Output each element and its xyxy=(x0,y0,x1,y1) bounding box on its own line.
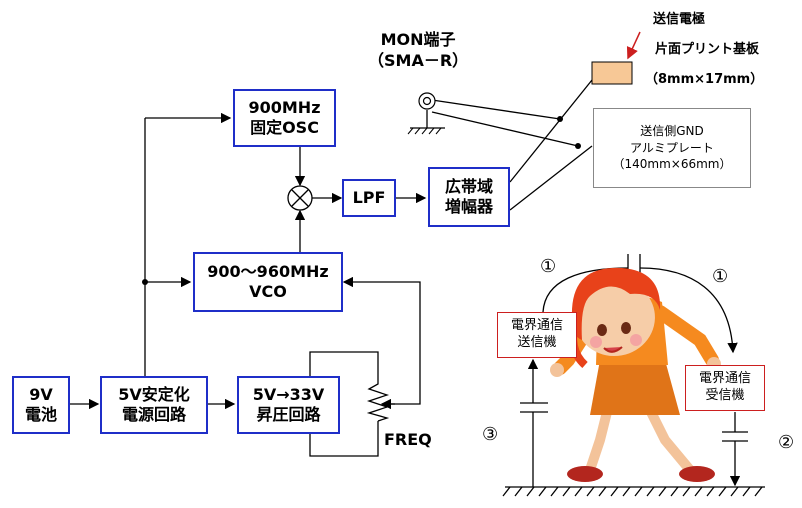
path-2-label: ② xyxy=(778,432,795,453)
amp-block: 広帯域 増幅器 xyxy=(428,167,510,227)
potentiometer-symbol xyxy=(366,380,395,422)
tx-line2: 送信機 xyxy=(517,335,557,350)
path-1-right-label: ① xyxy=(712,266,729,287)
tx-line1: 電界通信 xyxy=(510,318,563,334)
electrode-size: （8mm×17mm） xyxy=(645,72,764,87)
rx-line2: 受信機 xyxy=(705,388,745,403)
gnd-line3: （140mm×66mm） xyxy=(612,157,732,172)
osc-line2: 固定OSC xyxy=(250,118,319,137)
osc-block: 900MHz 固定OSC xyxy=(233,89,336,147)
freq-label: FREQ xyxy=(384,430,432,449)
regulator-line2: 電源回路 xyxy=(121,405,186,424)
gnd-plate-box: 送信側GND アルミプレート （140mm×66mm） xyxy=(593,108,751,188)
amp-line2: 増幅器 xyxy=(444,197,493,216)
path-3-label: ③ xyxy=(482,424,499,445)
path-1-left-label: ① xyxy=(540,256,557,277)
regulator-line1: 5V安定化 xyxy=(118,385,190,404)
osc-line1: 900MHz xyxy=(248,98,321,117)
battery-line1: 9V xyxy=(29,385,53,404)
electrode-pad xyxy=(591,61,633,85)
mon-port-label: MON端子 （SMA－R） xyxy=(368,30,468,72)
vco-block: 900〜960MHz VCO xyxy=(193,252,343,312)
gnd-line1: 送信側GND xyxy=(640,123,704,138)
rx-line1: 電界通信 xyxy=(698,371,751,387)
lpf-label: LPF xyxy=(352,188,386,207)
gnd-line2: アルミプレート xyxy=(630,140,714,155)
electrode-desc: 片面プリント基板 xyxy=(655,42,760,57)
electrode-title: 送信電極 xyxy=(653,12,706,27)
lpf-block: LPF xyxy=(342,179,396,217)
battery-block: 9V 電池 xyxy=(12,376,70,434)
booster-block: 5V→33V 昇圧回路 xyxy=(237,376,340,434)
rx-device-box: 電界通信 受信機 xyxy=(685,365,765,411)
booster-line2: 昇圧回路 xyxy=(256,405,321,424)
tx-device-box: 電界通信 送信機 xyxy=(497,312,577,358)
booster-line1: 5V→33V xyxy=(252,385,325,404)
vco-line1: 900〜960MHz xyxy=(207,262,329,281)
regulator-block: 5V安定化 電源回路 xyxy=(100,376,208,434)
battery-line2: 電池 xyxy=(24,405,57,424)
mon-line2: （SMA－R） xyxy=(368,50,469,70)
mon-connector-icon xyxy=(418,92,436,110)
vco-line2: VCO xyxy=(249,282,287,301)
mon-line1: MON端子 xyxy=(380,30,456,49)
amp-line1: 広帯域 xyxy=(444,177,493,196)
earth-ground xyxy=(502,486,765,497)
mixer-symbol xyxy=(287,185,313,211)
woman-illustration xyxy=(550,267,721,482)
